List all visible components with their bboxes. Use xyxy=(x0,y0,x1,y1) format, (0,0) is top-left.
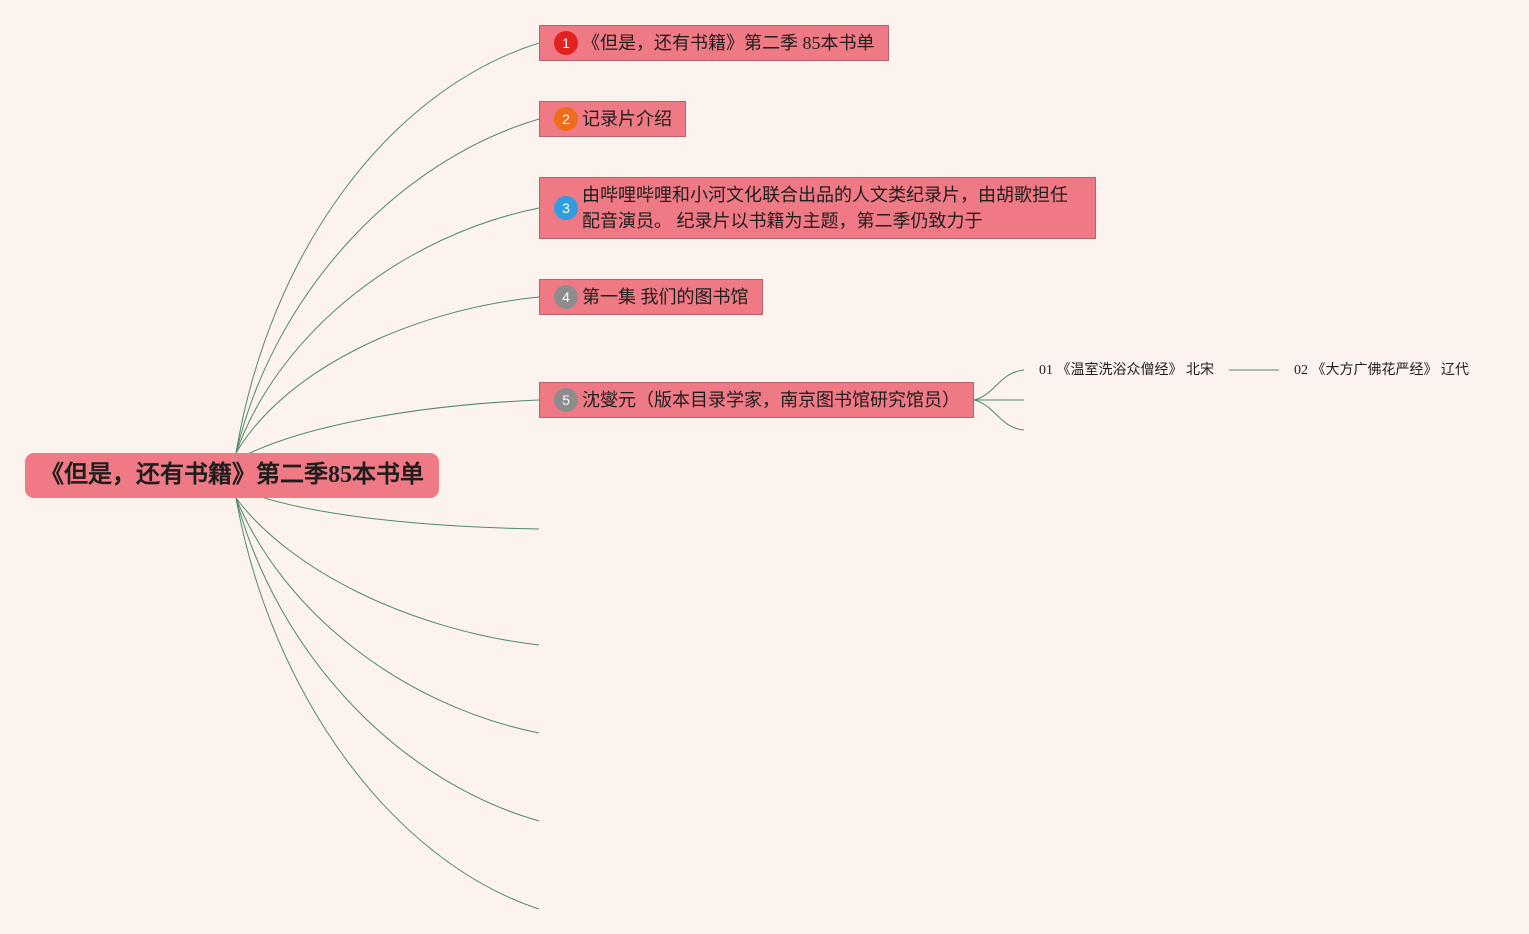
number-badge-5: 5 xyxy=(554,388,578,412)
topic-4[interactable]: 4 第一集 我们的图书馆 xyxy=(539,279,763,315)
connector-leaf-3 xyxy=(973,399,1025,431)
connector-topic-5 xyxy=(235,399,540,461)
leaf-topic-1[interactable]: 01 《温室洗浴众僧经》 北宋 xyxy=(1039,363,1214,378)
topic-5-label: 沈燮元（版本目录学家，南京图书馆研究馆员） xyxy=(582,390,960,410)
connector-empty-9 xyxy=(235,497,540,822)
connector-topic-3 xyxy=(235,207,540,454)
topic-5[interactable]: 5 沈燮元（版本目录学家，南京图书馆研究馆员） xyxy=(539,382,974,418)
root-topic-label: 《但是，还有书籍》第二季85本书单 xyxy=(40,462,424,488)
root-topic[interactable]: 《但是，还有书籍》第二季85本书单 xyxy=(25,453,439,498)
connector-topic-1 xyxy=(235,42,540,454)
topic-1-label: 《但是，还有书籍》第二季 85本书单 xyxy=(582,33,875,53)
number-badge-4: 4 xyxy=(554,285,578,309)
number-badge-3: 3 xyxy=(554,196,578,220)
connector-empty-8 xyxy=(235,497,540,734)
topic-3-label: 由哔哩哔哩和小河文化联合出品的人文类纪录片，由胡歌担任配音演员。 纪录片以书籍为… xyxy=(582,185,1068,231)
leaf-topic-2[interactable]: 02 《大方广佛花严经》 辽代 xyxy=(1294,363,1469,378)
connector-topic-4 xyxy=(235,296,540,454)
connector-empty-10 xyxy=(235,497,540,910)
topic-3[interactable]: 3 由哔哩哔哩和小河文化联合出品的人文类纪录片，由胡歌担任配音演员。 纪录片以书… xyxy=(539,177,1096,239)
number-badge-1: 1 xyxy=(554,31,578,55)
topic-2[interactable]: 2 记录片介绍 xyxy=(539,101,686,137)
topic-4-label: 第一集 我们的图书馆 xyxy=(582,287,749,307)
connector-empty-7 xyxy=(235,497,540,646)
number-badge-2: 2 xyxy=(554,107,578,131)
connector-topic-2 xyxy=(235,118,540,454)
connector-leaf-1 xyxy=(973,369,1025,401)
topic-2-label: 记录片介绍 xyxy=(582,109,672,129)
topic-1[interactable]: 1 《但是，还有书籍》第二季 85本书单 xyxy=(539,25,889,61)
